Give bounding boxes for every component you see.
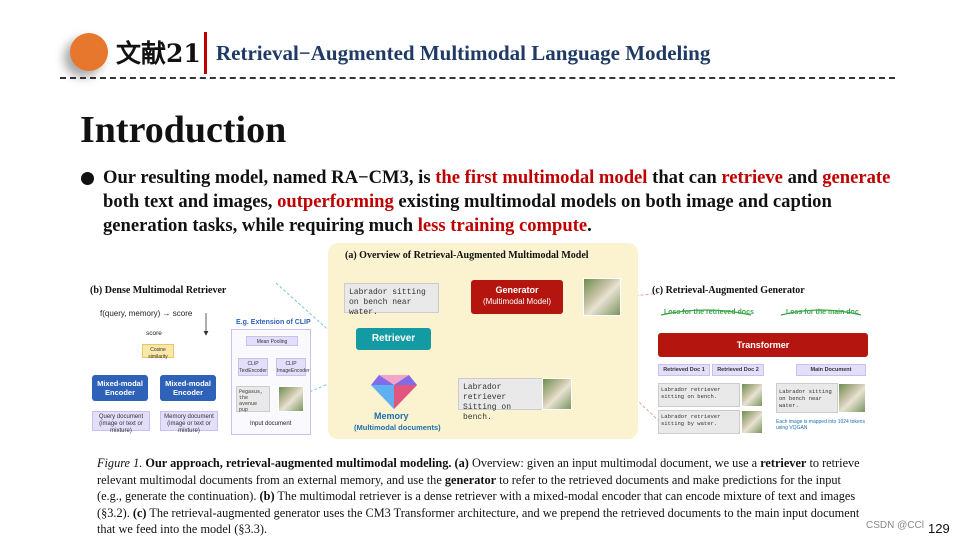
b-encoder-memory: Mixed-modal Encoder: [160, 375, 216, 401]
figure-diagram: (a) Overview of Retrieval-Augmented Mult…: [86, 243, 876, 448]
b-clip-title: E.g. Extension of CLIP: [236, 319, 311, 326]
c-loss-main: Loss for the main doc: [786, 309, 859, 316]
b-encoder-query: Mixed-modal Encoder: [92, 375, 148, 401]
b-memory-doc-sub: (image or text or mixture): [167, 421, 211, 434]
c-doc1-text: Labrador retriever sitting on bench.: [658, 383, 740, 407]
panel-c-title: (c) Retrieval-Augmented Generator: [652, 285, 805, 296]
a-output-photo: [583, 278, 621, 316]
slide-title: Introduction: [80, 109, 287, 151]
c-doc1-photo: [741, 383, 763, 407]
b-formula: f(query, memory) → score: [100, 309, 193, 318]
header-number-label: 文献21: [116, 39, 201, 68]
c-main-photo: [838, 383, 866, 413]
c-doc2-photo: [741, 410, 763, 434]
b-query-doc-box: Query document(image or text or mixture): [92, 411, 150, 434]
a-retriever-box: Retriever: [356, 328, 431, 350]
a-generator-label: Generator: [495, 285, 539, 295]
b-clip-text-encoder: CLIP TextEncoder: [238, 358, 268, 376]
b-clip-image-encoder: CLIP ImageEncoder: [276, 358, 310, 376]
b-clip-panel: Mean Pooling CLIP TextEncoder CLIP Image…: [231, 329, 311, 435]
header-dashed-rule: [60, 77, 895, 79]
b-clip-sample-text: Pegasus, the avenue pup: [236, 386, 270, 413]
c-main-doc-label: Main Document: [796, 364, 866, 376]
c-vqgan-note: Each image is mapped into 1024 tokens us…: [776, 419, 865, 431]
highlight-retrieve: retrieve: [721, 167, 783, 188]
c-transformer-box: Transformer: [658, 333, 868, 357]
b-query-doc-sub: (image or text or mixture): [99, 421, 143, 434]
a-retrieved-text-box: Labrador retriever Sitting on bench.: [458, 378, 546, 422]
a-generator-sub: (Multimodal Model): [482, 297, 552, 306]
a-generator-box: Generator (Multimodal Model): [471, 280, 563, 314]
page-number: 129: [928, 521, 950, 536]
c-retrieved-doc1-label: Retrieved Doc 1: [658, 364, 710, 376]
a-input-text-box: Labrador sitting on bench near water.: [344, 283, 439, 317]
b-mean-pooling: Mean Pooling: [246, 336, 298, 346]
b-query-doc-label: Query document: [98, 414, 144, 420]
highlight-first-multimodal: the first multimodal model: [435, 167, 648, 188]
caption-headline: Our approach, retrieval-augmented multim…: [145, 456, 452, 470]
highlight-outperforming: outperforming: [277, 191, 394, 212]
panel-a-title: (a) Overview of Retrieval-Augmented Mult…: [345, 250, 589, 261]
a-memory-sub: (Multimodal documents): [354, 423, 441, 432]
caption-figure-label: Figure 1.: [97, 456, 146, 470]
b-memory-doc-box: Memory document(image or text or mixture…: [160, 411, 218, 434]
b-memory-doc-label: Memory document: [164, 414, 214, 420]
c-doc2-text: Labrador retriever sitting by water.: [658, 410, 740, 434]
panel-b-title: (b) Dense Multimodal Retriever: [90, 285, 227, 296]
bullet-marker: [81, 172, 94, 185]
figure-caption: Figure 1. Our approach, retrieval-augmen…: [97, 456, 860, 536]
header-title: Retrieval−Augmented Multimodal Language …: [216, 41, 711, 65]
header-divider-bar: [204, 32, 207, 74]
caption-b: (b): [259, 489, 275, 503]
caption-c: (c): [132, 505, 147, 520]
b-input-doc-label: Input document: [250, 421, 292, 427]
memory-gem-icon: [371, 375, 417, 409]
a-retrieved-photo: [542, 378, 572, 410]
caption-generator: generator: [444, 472, 497, 487]
highlight-generate: generate: [822, 167, 891, 188]
header-orange-dot: [70, 33, 108, 71]
bullet-text: Our resulting model, named RA−CM3, is th…: [103, 167, 891, 236]
b-clip-sample-photo: [278, 386, 304, 412]
caption-retriever: retriever: [760, 456, 807, 470]
csdn-watermark: CSDN @CCl: [866, 520, 924, 531]
c-main-text: Labrador sitting on bench near water.: [776, 383, 838, 413]
b-score-label: score: [146, 330, 162, 337]
c-retrieved-doc2-label: Retrieved Doc 2: [712, 364, 764, 376]
b-cosine-box: Cosine similarity: [142, 344, 174, 360]
highlight-less-compute: less training compute: [417, 215, 588, 236]
a-memory-label: Memory: [374, 411, 409, 421]
caption-a: (a): [454, 456, 469, 470]
c-loss-retrieved: Loss for the retrieved docs: [664, 309, 754, 316]
